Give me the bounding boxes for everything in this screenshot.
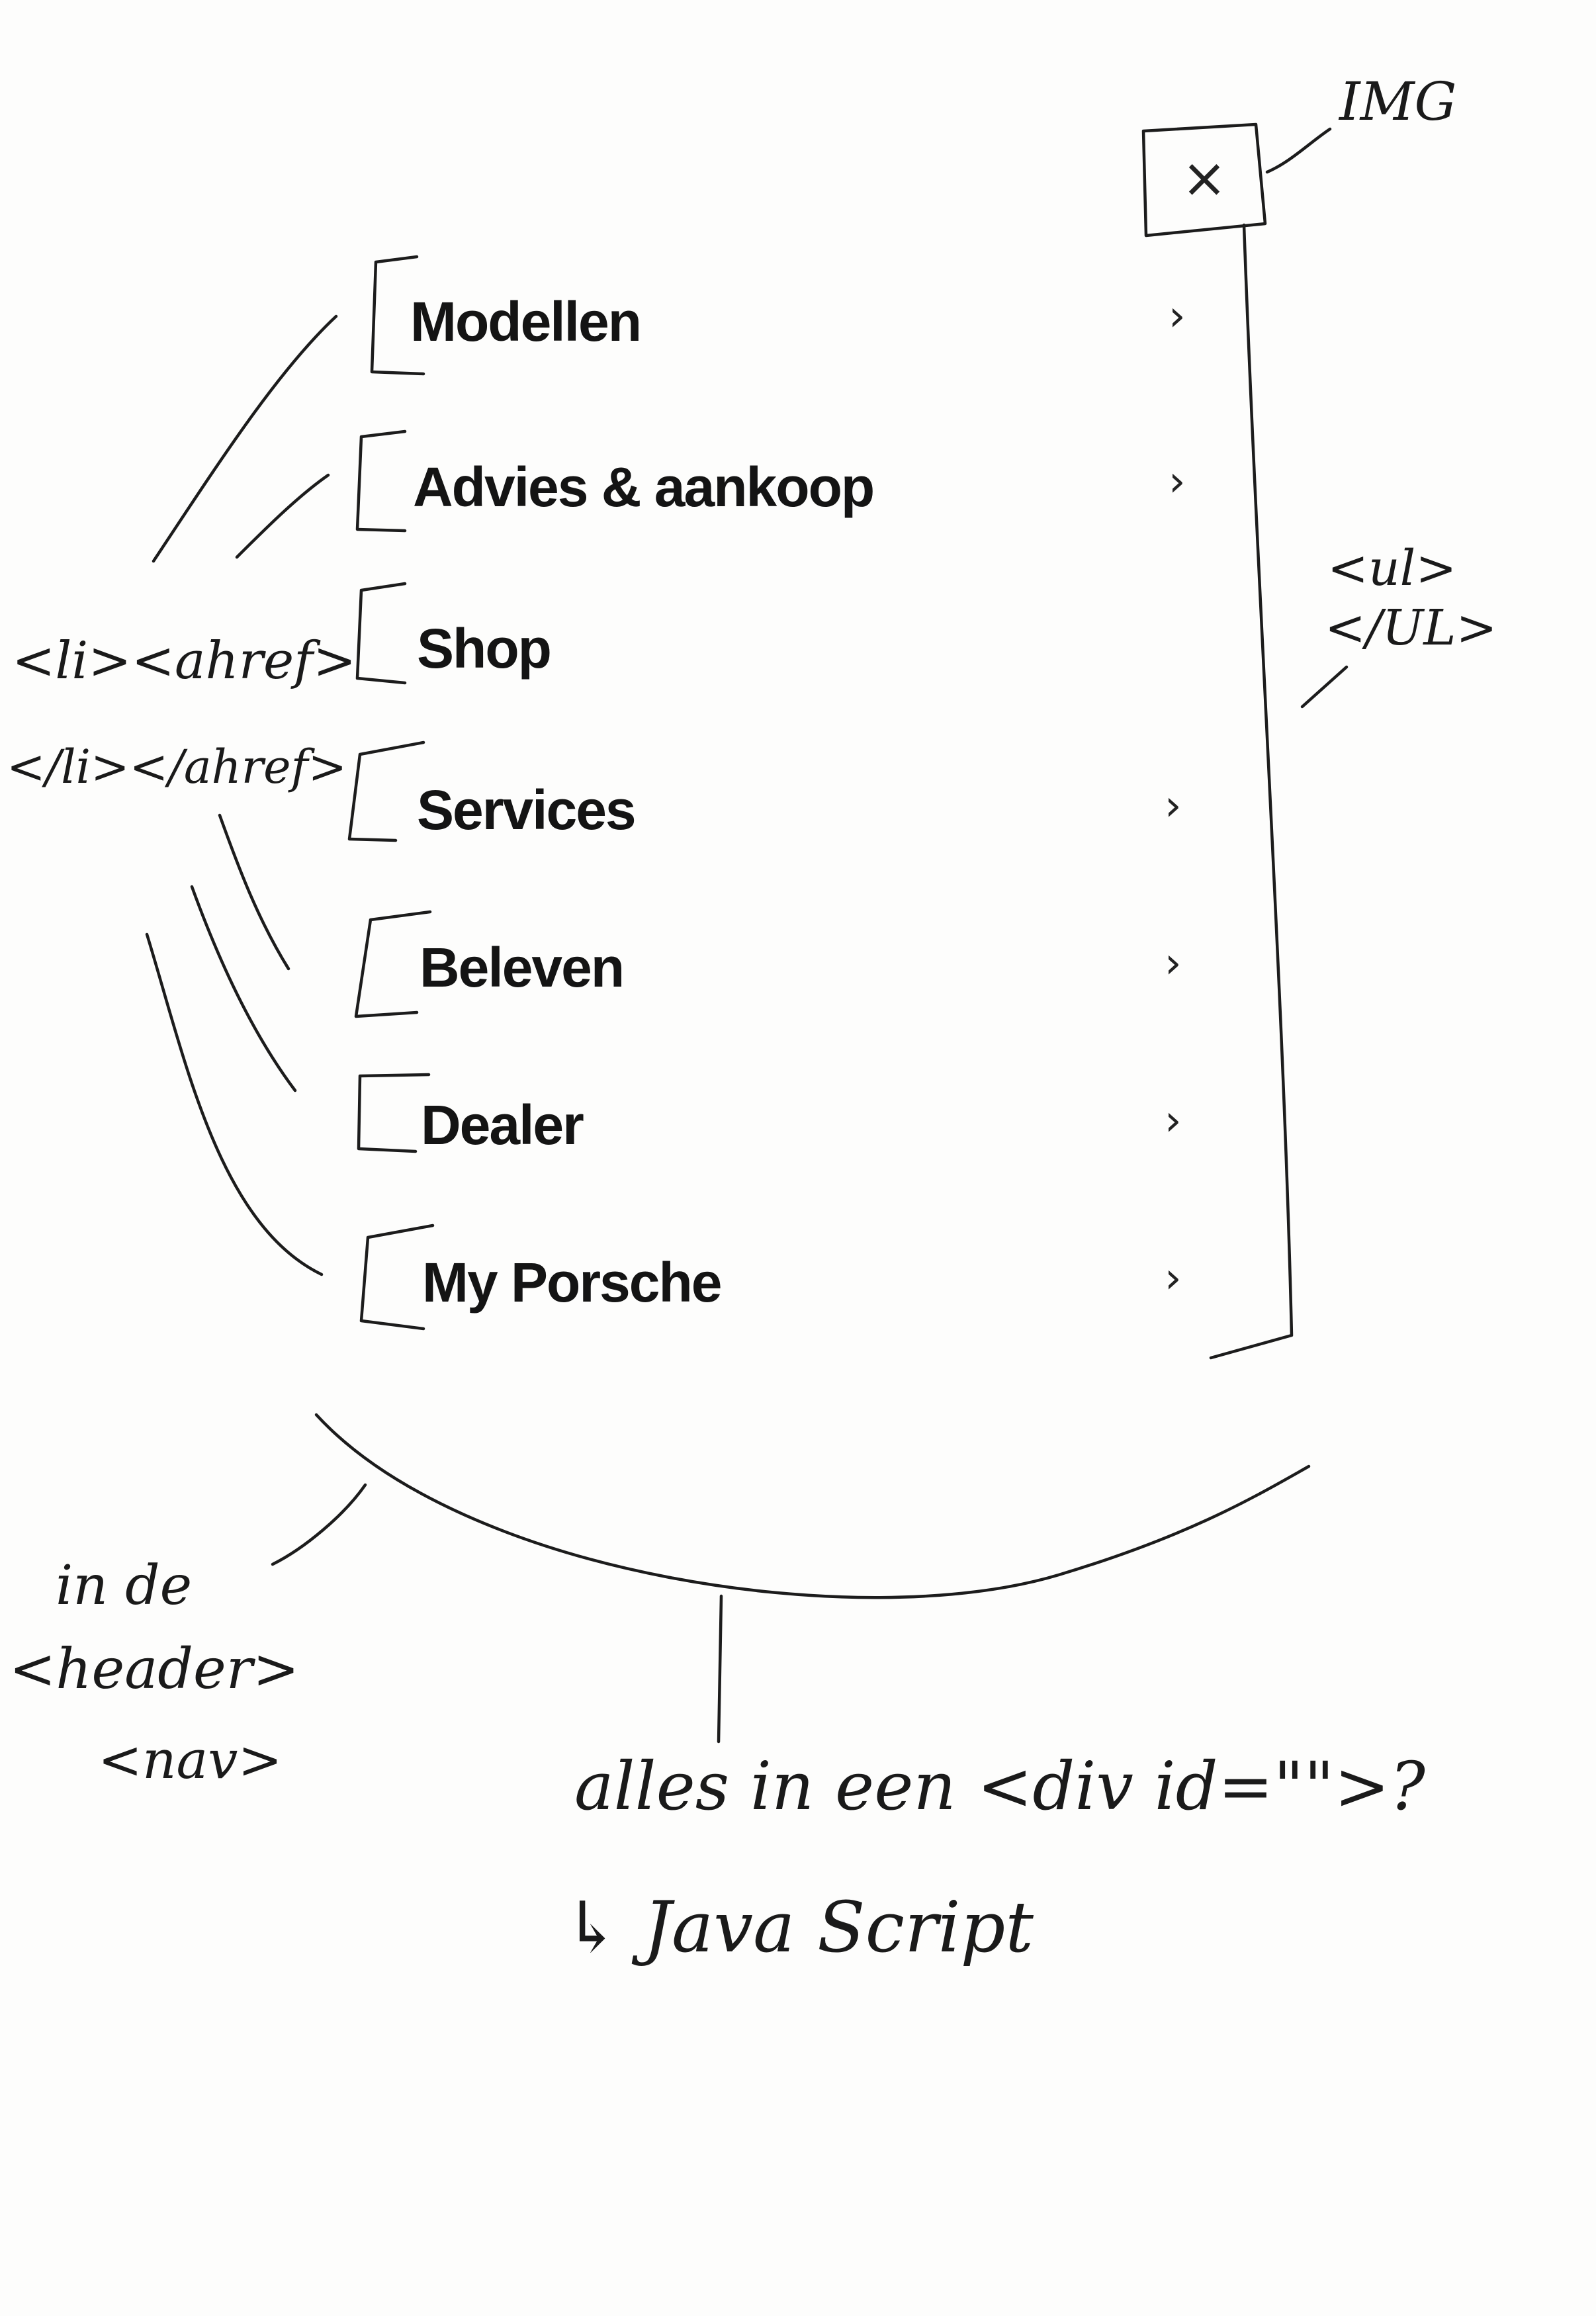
chevron-right-icon: › [1165, 939, 1182, 988]
annotation-div-question: alles in een <div id="">? [574, 1748, 1425, 1825]
close-box-outline [1141, 122, 1267, 238]
annotation-img: IMG [1339, 71, 1457, 132]
annotation-header: <header> [9, 1636, 300, 1701]
chevron-right-icon: › [1165, 1254, 1182, 1303]
line-to-dealer [190, 885, 297, 1092]
close-icon: × [1181, 147, 1227, 210]
bracket-modellen [370, 255, 425, 376]
line-to-advies [235, 473, 330, 559]
annotation-ul-open: <ul> [1327, 540, 1457, 597]
bracket-beleven [354, 910, 432, 1018]
bracket-myporsche [359, 1224, 435, 1331]
menu-item-label: Services [417, 779, 637, 841]
bracket-services [347, 740, 425, 842]
chevron-right-icon: › [1169, 457, 1186, 506]
menu-item-label: Modellen [410, 290, 642, 353]
annotation-li-open: <li><ahref> [12, 631, 357, 691]
bracket-dealer [357, 1073, 431, 1153]
menu-item-label: My Porsche [422, 1251, 723, 1314]
chevron-right-icon: › [1169, 292, 1186, 341]
menu-item-label: Shop [417, 617, 552, 680]
header-pointer-line [271, 1483, 367, 1566]
line-to-modellen [152, 314, 338, 563]
div-pointer-line [717, 1594, 723, 1744]
close-button[interactable]: × [1165, 139, 1244, 218]
chevron-right-icon: › [1165, 781, 1182, 830]
annotation-in-de: in de [56, 1554, 193, 1617]
bracket-shop [355, 582, 407, 685]
annotation-li-close: </li></ahref> [7, 740, 347, 794]
menu-item-label: Beleven [420, 936, 625, 999]
annotation-javascript: ↳ Java Script [562, 1887, 1034, 1968]
img-pointer-line [1265, 127, 1332, 174]
menu-item-label: Dealer [421, 1094, 584, 1156]
line-to-beleven [218, 813, 290, 971]
header-curve [314, 1413, 1311, 1599]
bracket-advies [355, 429, 407, 533]
ul-pointer-line [1300, 665, 1349, 709]
ul-bracket [1209, 223, 1294, 1360]
annotation-nav: <nav> [98, 1729, 283, 1791]
line-to-myporsche [145, 932, 324, 1276]
annotation-ul-close: </UL> [1325, 600, 1497, 656]
chevron-right-icon: › [1165, 1096, 1182, 1145]
menu-item-label: Advies & aankoop [413, 456, 875, 518]
